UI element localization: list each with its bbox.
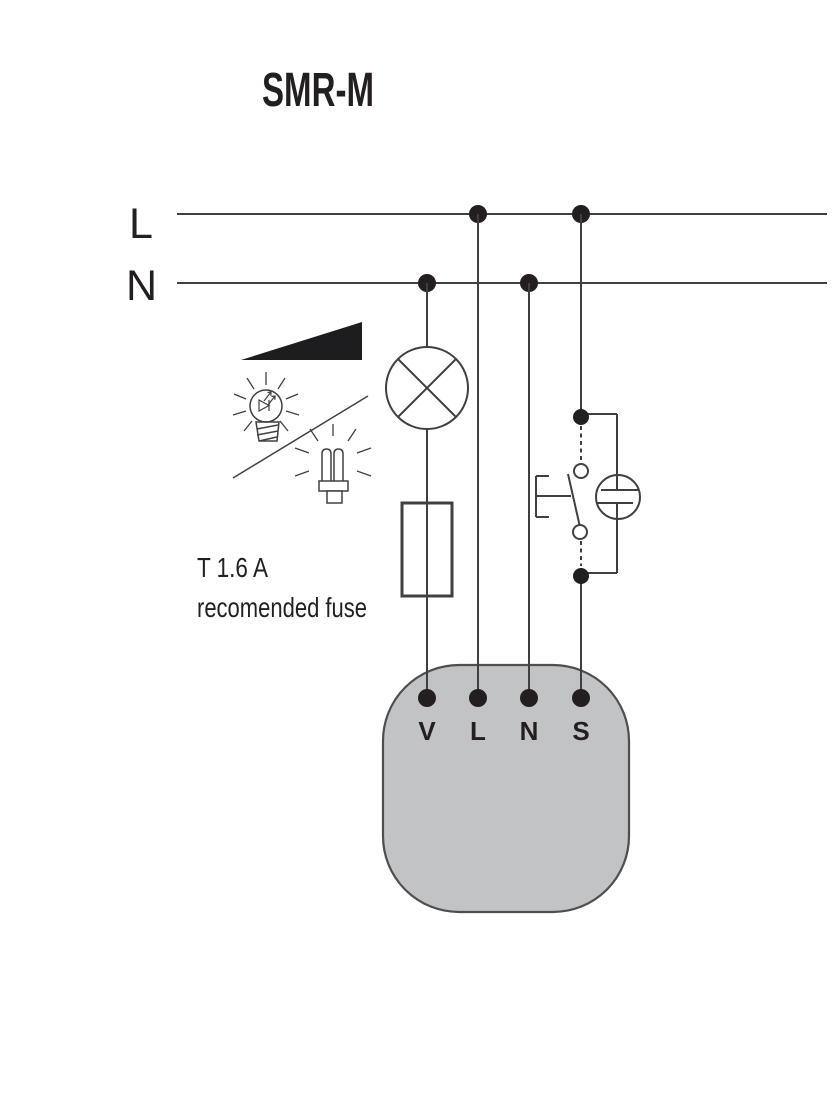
fuse-note-line1: T 1.6 A bbox=[197, 552, 268, 583]
led-symbol-icon bbox=[258, 391, 276, 413]
fuse-note-line2: recomended fuse bbox=[197, 592, 367, 623]
cfl-rays bbox=[294, 424, 372, 477]
separator-line bbox=[232, 395, 369, 479]
switch-node-bottom bbox=[573, 568, 589, 584]
terminal-dot-v bbox=[418, 689, 436, 707]
dimmer-ramp-icon bbox=[241, 322, 362, 360]
terminal-label-s: S bbox=[572, 716, 589, 746]
cfl-bulb-icon bbox=[294, 424, 372, 504]
terminal-dot-n bbox=[520, 689, 538, 707]
bus-label-n: N bbox=[126, 262, 157, 310]
switch-contact-bottom bbox=[572, 524, 588, 540]
cfl-holder bbox=[318, 480, 349, 492]
pushbutton-actuator-icon bbox=[535, 475, 571, 518]
switch-contact-top bbox=[573, 463, 589, 479]
glow-lamp-icon bbox=[595, 414, 641, 573]
switch-node-top bbox=[573, 409, 589, 425]
load-branch bbox=[385, 283, 469, 698]
bulb-glass bbox=[249, 389, 283, 423]
pushbutton-switch-icon bbox=[535, 426, 589, 566]
terminal-dot-l bbox=[469, 689, 487, 707]
junction-dots bbox=[418, 205, 590, 292]
cfl-tube-right bbox=[333, 448, 344, 481]
module-terminals bbox=[418, 689, 590, 707]
terminal-label-v: V bbox=[418, 716, 436, 746]
lamp-cross-2 bbox=[397, 358, 457, 418]
switch-lever bbox=[567, 473, 581, 528]
lamp-symbol-icon bbox=[385, 346, 469, 430]
load-type-icons bbox=[232, 322, 372, 504]
terminal-label-l: L bbox=[470, 716, 486, 746]
switch-branch bbox=[535, 214, 641, 698]
bulb-rays bbox=[232, 372, 300, 432]
bus-label-l: L bbox=[129, 200, 153, 248]
page-title: SMR-M bbox=[262, 64, 374, 117]
incandescent-bulb-icon bbox=[232, 372, 300, 442]
fuse-symbol-icon bbox=[400, 501, 454, 598]
terminal-label-n: N bbox=[520, 716, 539, 746]
terminal-dot-s bbox=[572, 689, 590, 707]
bulb-screw-base bbox=[255, 421, 280, 442]
cfl-tube-left bbox=[321, 448, 332, 481]
module-body bbox=[381, 663, 631, 914]
cfl-base bbox=[326, 490, 343, 504]
bus-lines bbox=[177, 213, 827, 284]
